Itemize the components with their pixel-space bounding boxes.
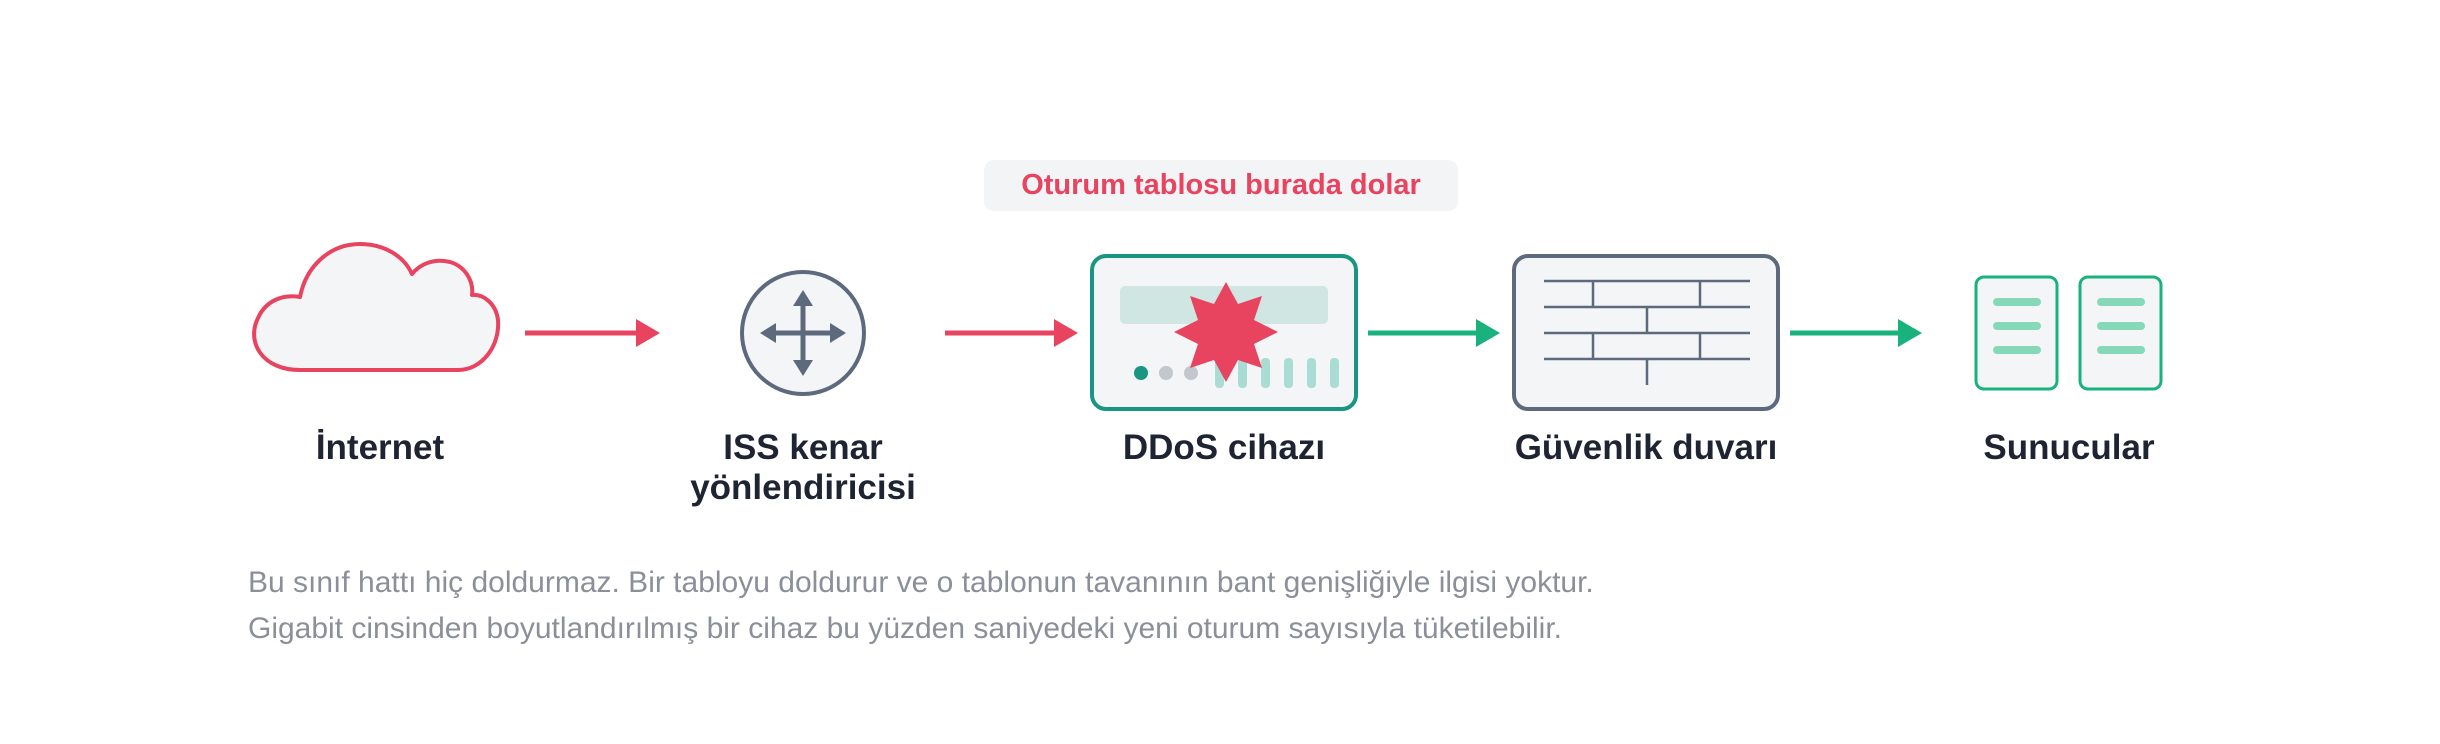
session-table-callout: Oturum tablosu burada dolar [984, 160, 1458, 211]
node-label-ddos: DDoS cihazı [1122, 428, 1326, 467]
arrow-ddos-to-firewall [1368, 319, 1500, 347]
servers-icon [1974, 275, 2163, 391]
node-label-router: ISS kenar yönlendiricisi [650, 428, 956, 508]
node-label-firewall: Güvenlik duvarı [1514, 428, 1778, 467]
caption-line-2: Gigabit cinsinden boyutlandırılmış bir c… [248, 612, 1562, 645]
callout-text: Oturum tablosu burada dolar [1021, 169, 1421, 201]
router-icon [740, 270, 866, 396]
cloud-icon [252, 242, 501, 372]
node-label-router-line2: yönlendiricisi [690, 468, 916, 507]
arrow-firewall-to-servers [1790, 319, 1922, 347]
node-label-internet: İnternet [315, 428, 445, 467]
caption-line-1: Bu sınıf hattı hiç doldurmaz. Bir tabloy… [248, 566, 1594, 599]
overload-burst-icon [1174, 282, 1278, 382]
arrow-internet-to-router [525, 319, 660, 347]
arrow-router-to-ddos [945, 319, 1078, 347]
node-label-router-line1: ISS kenar [723, 428, 883, 467]
caption: Bu sınıf hattı hiç doldurmaz. Bir tabloy… [248, 560, 2148, 652]
ddos-appliance-icon [1090, 254, 1358, 411]
firewall-icon [1512, 254, 1780, 411]
node-label-servers: Sunucular [1983, 428, 2155, 467]
